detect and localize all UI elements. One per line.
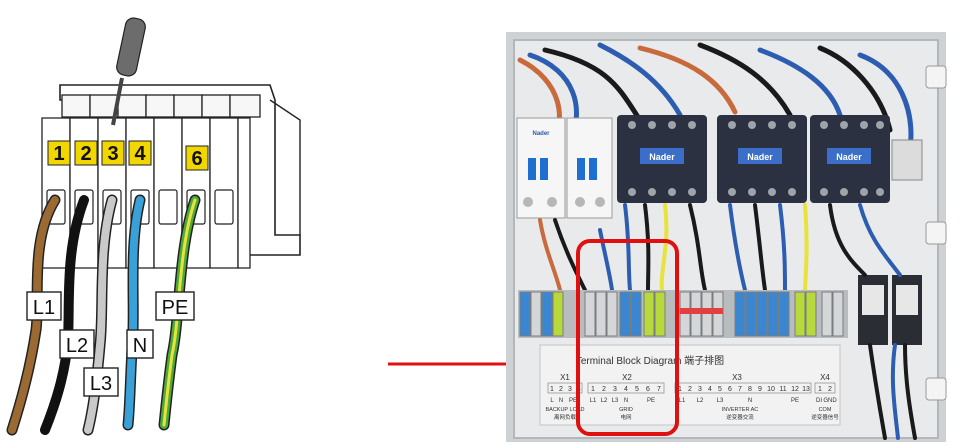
x4-number: 2 — [828, 386, 832, 393]
x2-caption: GRID — [619, 407, 633, 413]
x2-number: 3 — [613, 386, 617, 393]
group-x4-name: X4 — [820, 373, 830, 382]
x2-label: L1 — [590, 398, 597, 404]
circuit-breakers: Nader — [516, 117, 613, 219]
x1-caption: BACKUP LOAD — [545, 407, 584, 413]
x3-number: 10 — [767, 386, 775, 393]
label-l1: L1 — [33, 297, 55, 319]
upper-terminal-row — [61, 94, 261, 118]
x4-caption: COM — [819, 407, 832, 413]
terminal-block-illustration: 1 2 3 4 6 L1 L2 L3 — [6, 17, 301, 436]
x2-label: L2 — [601, 398, 608, 404]
x1-caption-cn: 离网负载 — [554, 413, 577, 421]
x3-label: N — [748, 398, 752, 404]
label-l3: L3 — [90, 373, 112, 395]
x2-number: 7 — [657, 386, 661, 393]
contactor-brand-1: Nader — [649, 152, 675, 162]
contactor-brand-2: Nader — [747, 152, 773, 162]
label-n: N — [133, 335, 147, 357]
x3-caption: INVERTER AC — [722, 407, 759, 413]
x3-number: 12 — [791, 386, 799, 393]
x3-number: 3 — [698, 386, 702, 393]
x2-number: 1 — [591, 386, 595, 393]
x2-number: 5 — [635, 386, 639, 393]
contactors: Nader Nader Nader — [617, 115, 890, 203]
x3-label: L1 — [679, 398, 686, 404]
x2-number: 6 — [646, 386, 650, 393]
x1-label: N — [559, 398, 563, 404]
x2-caption-cn: 电网 — [620, 413, 632, 421]
wire-labels: L1 L2 L3 N PE — [26, 291, 195, 397]
terminal-number-2: 2 — [80, 143, 91, 165]
x2-label: L3 — [612, 398, 619, 404]
x3-number: 6 — [728, 386, 732, 393]
terminal-strip — [518, 290, 848, 338]
x4-number: 1 — [818, 386, 822, 393]
x1-label: PE — [569, 398, 577, 404]
lower-cables — [868, 343, 917, 440]
x3-number: 4 — [708, 386, 712, 393]
x1-number: 3 — [568, 386, 572, 393]
group-x3-name: X3 — [732, 373, 742, 382]
terminal-block-diagram: Terminal Block Diagram 端子排图 X1 X2 X3 X4 … — [539, 344, 841, 426]
relay-modules — [858, 139, 923, 345]
x3-number: 1 — [678, 386, 682, 393]
group-x4-numbers: 1 2 — [814, 382, 836, 394]
terminal-number-badges: 1 2 3 4 6 — [47, 140, 209, 171]
terminal-number-6: 6 — [191, 148, 202, 170]
screwdriver-icon — [111, 17, 146, 126]
x2-number: 4 — [624, 386, 628, 393]
cabinet-photo: Nader Nader Nader Nader — [506, 32, 947, 442]
x1-number: 2 — [559, 386, 563, 393]
x3-number: 2 — [688, 386, 692, 393]
x4-label: DI — [816, 398, 822, 404]
group-x1-name: X1 — [560, 373, 570, 382]
x4-caption-cn: 逆变器信号 — [811, 413, 839, 421]
x2-number: 2 — [602, 386, 606, 393]
x3-caption-cn: 逆变器交流 — [726, 413, 754, 421]
contactor-brand-3: Nader — [836, 152, 862, 162]
terminal-number-1: 1 — [53, 143, 64, 165]
label-pe: PE — [162, 297, 189, 319]
x3-label: PE — [791, 398, 799, 404]
x3-number: 8 — [748, 386, 752, 393]
x2-label: PE — [647, 398, 655, 404]
x3-number: 5 — [718, 386, 722, 393]
x3-number: 7 — [738, 386, 742, 393]
middle-cables — [538, 203, 902, 292]
x2-label: N — [624, 398, 628, 404]
highlight-box — [576, 239, 679, 436]
diagram-title: Terminal Block Diagram 端子排图 — [576, 354, 724, 367]
terminal-number-4: 4 — [134, 143, 146, 165]
group-x2-numbers: 1 2 3 4 5 6 7 — [587, 382, 665, 394]
x4-label: GND — [823, 398, 837, 404]
x3-label: L2 — [697, 398, 704, 404]
terminal-number-3: 3 — [107, 143, 118, 165]
label-l2: L2 — [66, 335, 88, 357]
x1-label: L — [550, 398, 554, 404]
x3-number: 11 — [779, 386, 786, 393]
x1-number: 1 — [550, 386, 554, 393]
x3-number: 9 — [758, 386, 762, 393]
breaker-brand: Nader — [532, 131, 550, 137]
x3-number: 13 — [802, 386, 810, 393]
group-captions: BACKUP LOAD 离网负载 GRID 电网 INVERTER AC 逆变器… — [545, 407, 839, 421]
terminal-labels: L N PE L1 L2 L3 N PE L1 L2 L3 N PE DI GN… — [550, 398, 837, 404]
group-x2-name: X2 — [622, 373, 632, 382]
x3-label: L3 — [717, 398, 724, 404]
